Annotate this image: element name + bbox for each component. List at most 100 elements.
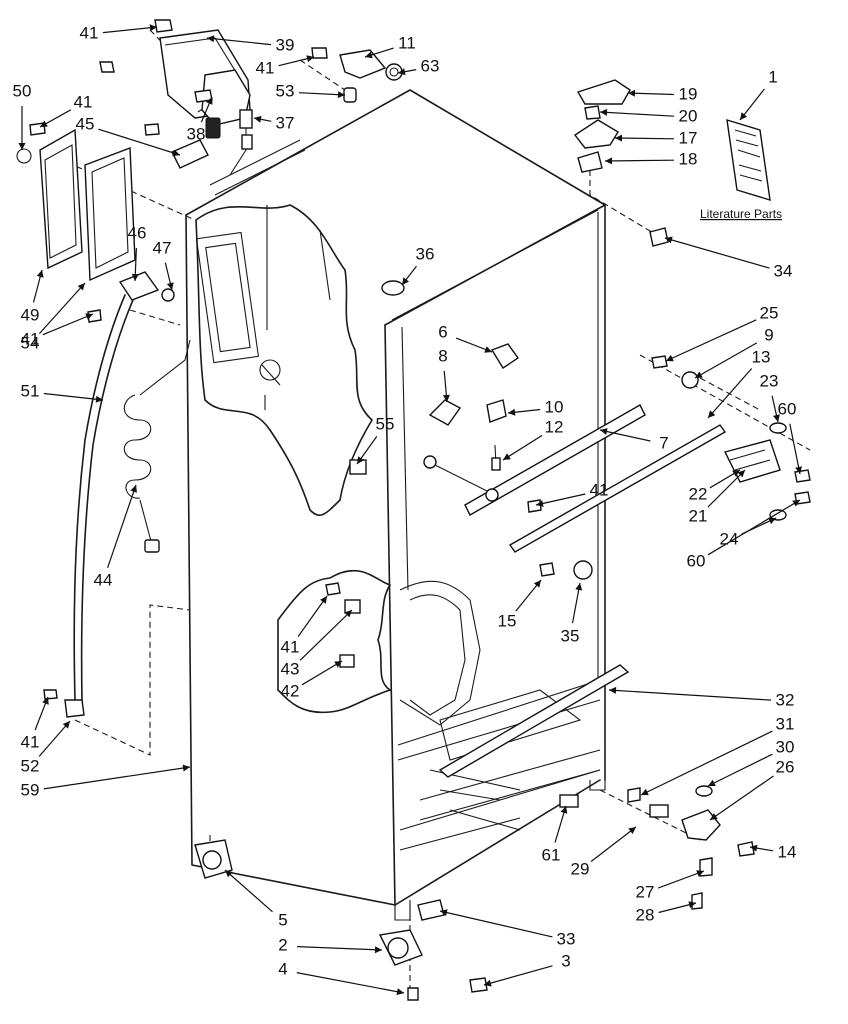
leader-line-c2 [296, 946, 383, 951]
leader-line-c41f [297, 595, 328, 637]
callout-label-c44: 44 [94, 570, 113, 589]
leader-arrow-c52 [62, 721, 70, 729]
callout-label-c55: 55 [376, 414, 395, 433]
leader-arrow-c15 [533, 580, 541, 588]
callout-label-c41g: 41 [21, 732, 40, 751]
callout-label-c2: 2 [278, 935, 287, 954]
leader-arrow-c41e [536, 500, 544, 507]
leader-arrow-c49 [36, 270, 44, 278]
leader-arrow-c5 [225, 870, 233, 878]
leader-arrow-c6 [484, 346, 492, 353]
callout-label-c7: 7 [659, 433, 668, 452]
callout-label-c39: 39 [276, 35, 295, 54]
leader-arrow-c55 [357, 456, 364, 464]
leader-line-c60a [789, 423, 801, 475]
leader-arrow-c50 [18, 143, 26, 150]
callout-label-c20: 20 [679, 106, 698, 125]
callout-label-c28: 28 [636, 905, 655, 924]
leader-line-c39 [206, 37, 272, 46]
leader-line-c31 [640, 730, 773, 796]
leader-arrow-c61 [560, 806, 568, 814]
leader-arrow-c11 [365, 51, 373, 59]
leader-arrow-c39 [207, 35, 215, 43]
callout-label-c60b: 60 [687, 551, 706, 570]
leader-arrow-c22 [732, 470, 740, 477]
callout-label-c61: 61 [542, 845, 561, 864]
callout-label-c60a: 60 [778, 399, 797, 418]
leader-line-c33 [439, 910, 553, 938]
callout-label-c63: 63 [421, 56, 440, 75]
water-line-and-cord [43, 271, 191, 718]
callout-label-c53: 53 [276, 81, 295, 100]
leader-arrow-c20 [600, 108, 608, 116]
part-callouts: 1234567891011121314151718192021222324252… [13, 23, 802, 996]
callout-label-c26: 26 [776, 757, 795, 776]
callout-label-c31: 31 [776, 714, 795, 733]
leader-line-c21 [707, 469, 746, 508]
leader-arrow-c41g [42, 697, 49, 705]
leader-arrow-c3 [484, 979, 492, 987]
leader-arrow-c31 [641, 788, 649, 796]
leader-arrow-c53 [337, 91, 345, 99]
caster-group [194, 839, 488, 1001]
callout-label-c35: 35 [561, 626, 580, 645]
callout-label-c43: 43 [281, 659, 300, 678]
leader-line-c5 [224, 869, 273, 913]
leader-arrow-c13 [708, 410, 716, 418]
callout-label-c59: 59 [21, 780, 40, 799]
literature-booklet [726, 119, 771, 201]
callout-label-c47: 47 [153, 238, 172, 257]
callout-label-c17: 17 [679, 128, 698, 147]
leader-line-c29 [590, 826, 637, 862]
literature-parts-label: Literature Parts [700, 207, 782, 221]
leader-line-c26 [709, 775, 774, 821]
lower-cutaway-parts [325, 582, 361, 668]
leader-arrow-c44 [130, 485, 137, 493]
leveling-parts-group [559, 785, 755, 910]
leader-arrow-c25 [666, 354, 674, 362]
leader-arrow-c29 [628, 827, 636, 834]
leader-arrow-c30 [708, 779, 716, 786]
callout-label-c49: 49 [21, 305, 40, 324]
leader-line-c60b [707, 499, 801, 556]
leader-line-c18 [604, 159, 675, 162]
callout-label-c41e: 41 [590, 480, 609, 499]
callout-label-c22: 22 [689, 484, 708, 503]
leader-arrow-c34 [665, 236, 673, 244]
leader-line-c52 [38, 720, 71, 757]
callout-label-c11: 11 [398, 33, 416, 52]
leader-line-c59 [43, 766, 191, 790]
leader-line-c45 [98, 128, 181, 156]
leader-line-c3 [483, 965, 553, 986]
callout-label-c32: 32 [776, 690, 795, 709]
leader-line-c42 [301, 660, 343, 686]
leader-arrow-c17 [615, 134, 622, 142]
callout-label-c36: 36 [416, 244, 435, 263]
leader-arrow-c60a [795, 466, 802, 474]
callout-label-c38: 38 [187, 124, 206, 143]
callout-label-c41f: 41 [281, 637, 300, 656]
leader-arrow-c19 [628, 89, 636, 97]
leader-arrow-c59 [182, 764, 190, 772]
leader-arrow-c18 [605, 157, 612, 165]
callout-label-c6: 6 [438, 322, 447, 341]
leader-arrow-c27 [696, 870, 704, 877]
leader-arrow-c35 [575, 583, 583, 591]
leader-arrow-c43 [344, 610, 352, 618]
leader-arrow-c45 [172, 149, 180, 157]
leader-arrow-c10 [508, 408, 516, 416]
leader-arrow-c12 [503, 453, 511, 460]
callout-label-c15: 15 [498, 611, 517, 630]
leader-arrow-c32 [609, 686, 617, 694]
callout-label-c18: 18 [679, 149, 698, 168]
leader-line-c51 [43, 392, 104, 401]
leader-line-c41a [102, 26, 158, 34]
leader-arrow-c9 [695, 371, 703, 378]
leader-arrow-c47 [166, 282, 174, 290]
cabinet-body [185, 89, 630, 921]
leader-line-c13 [707, 368, 753, 419]
callout-label-c27: 27 [636, 882, 655, 901]
callout-label-c33: 33 [557, 929, 576, 948]
callout-label-c42: 42 [281, 681, 300, 700]
